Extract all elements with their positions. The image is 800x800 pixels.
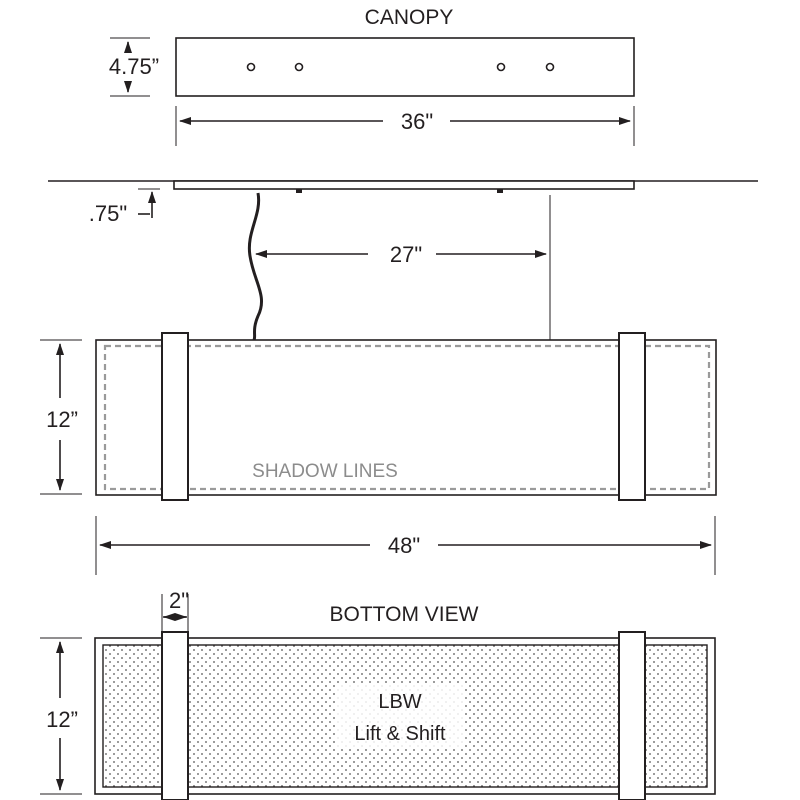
fixture-width-dimension: 48" <box>95 516 716 575</box>
canopy-height-dimension: 4.75” <box>109 37 159 97</box>
diffuser-model-label: LBW <box>378 691 421 713</box>
mounting-hole <box>545 62 555 72</box>
fixture-height-label: 12” <box>46 407 78 432</box>
canopy-plate <box>175 37 635 97</box>
cable-span-label: 27" <box>390 242 422 267</box>
fixture-width-label: 48" <box>388 533 420 558</box>
bottom-view-title: BOTTOM VIEW <box>330 603 479 626</box>
fixture-body <box>95 339 717 496</box>
left-band <box>161 332 189 501</box>
shadow-lines-label: SHADOW LINES <box>252 461 398 482</box>
power-cord <box>247 192 263 341</box>
canopy-width-label: 36" <box>401 109 433 134</box>
fixture-side-view: SHADOW LINES 12” 48" <box>40 332 717 575</box>
canopy-offset-dimension: .75" <box>89 188 160 226</box>
bottom-height-dimension: 12” <box>40 637 82 795</box>
canopy-clip <box>497 189 503 193</box>
bottom-left-band <box>161 631 189 800</box>
canopy-title: CANOPY <box>365 6 454 29</box>
canopy-side-profile <box>173 180 635 190</box>
canopy-offset-label: .75" <box>89 201 127 226</box>
diffuser-label-backdrop <box>335 684 465 748</box>
mounting-hole <box>294 62 304 72</box>
right-band <box>618 332 646 501</box>
bottom-height-label: 12” <box>46 707 78 732</box>
band-width-dimension: 2" <box>161 588 189 632</box>
canopy-height-label: 4.75” <box>109 54 159 79</box>
diffuser-name-label: Lift & Shift <box>354 723 446 745</box>
band-width-label: 2" <box>169 588 189 613</box>
canopy-width-dimension: 36" <box>175 106 635 146</box>
mounting-hole <box>496 62 506 72</box>
cable-span-dimension: 27" <box>255 242 547 267</box>
bottom-right-band <box>618 631 646 800</box>
bottom-view: BOTTOM VIEW 2" LBW Lift & Shift 12” <box>40 588 716 800</box>
canopy-clip <box>296 189 302 193</box>
ceiling-mount-section: .75" 27" <box>48 180 758 341</box>
canopy-section: CANOPY 4.75” 36" <box>109 6 635 146</box>
canopy-mounting-holes <box>246 62 555 72</box>
shadow-lines-outline <box>103 344 711 491</box>
fixture-height-dimension: 12” <box>40 339 82 495</box>
mounting-hole <box>246 62 256 72</box>
